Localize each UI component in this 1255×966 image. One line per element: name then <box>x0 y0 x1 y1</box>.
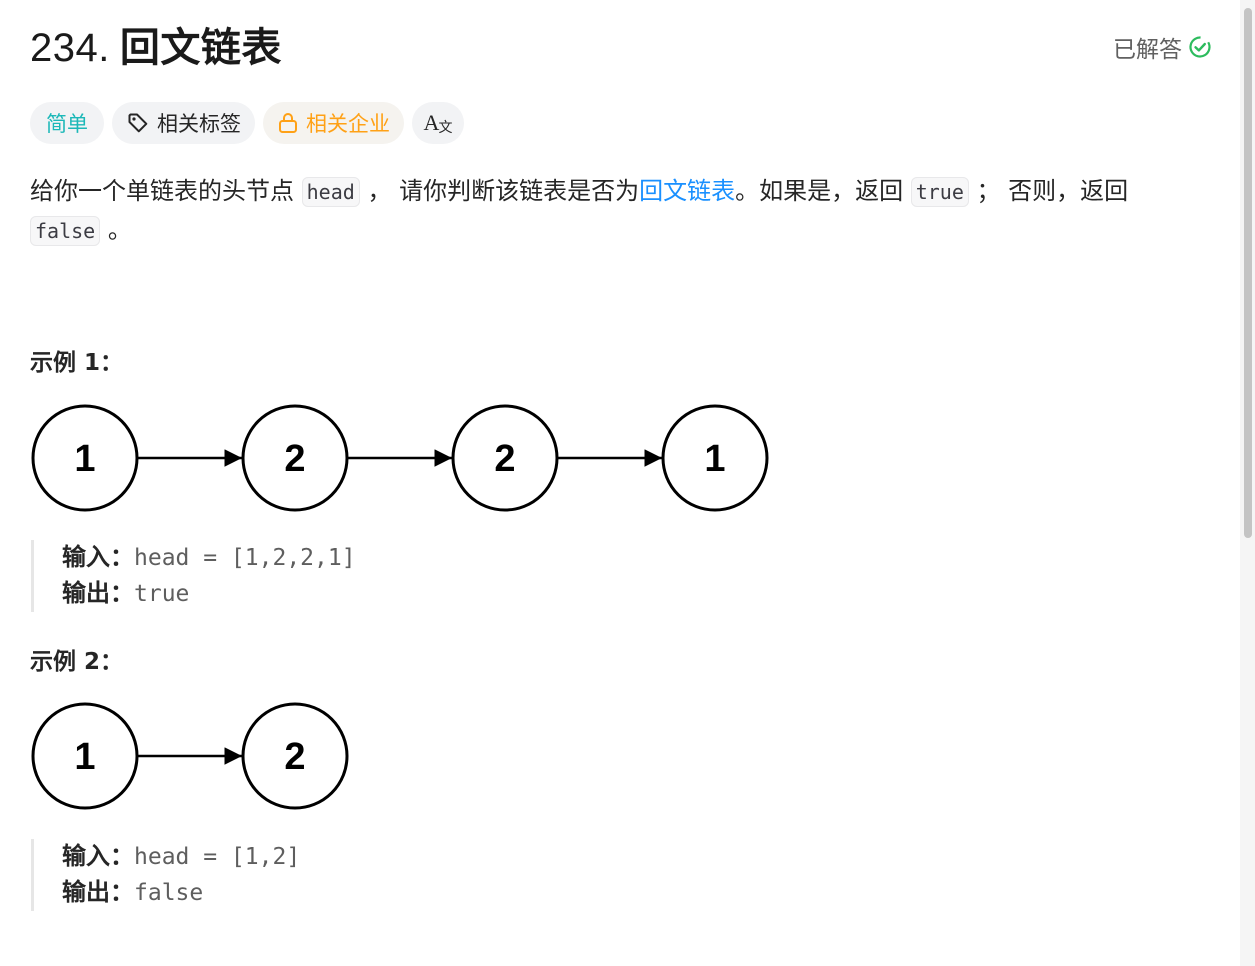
list-node-circle <box>241 404 349 512</box>
code-true: true <box>910 177 969 207</box>
output-label: 输出： <box>62 579 134 607</box>
problem-number: 234. <box>30 26 110 70</box>
output-value: false <box>134 880 204 906</box>
related-topics-label: 相关标签 <box>157 112 241 136</box>
scrollbar-thumb[interactable] <box>1244 8 1252 538</box>
related-topics-button[interactable]: 相关标签 <box>112 102 255 144</box>
example-1-io: 输入：head = [1,2,2,1] 输出：true <box>31 540 356 612</box>
list-node-value: 2 <box>284 438 305 480</box>
list-node-circle <box>661 404 769 512</box>
list-node-circle <box>451 404 559 512</box>
example-1-title: 示例 1： <box>30 350 124 376</box>
tag-bar: 简单 相关标签 相关企业 A文 <box>30 102 464 144</box>
difficulty-badge: 简单 <box>30 102 104 144</box>
problem-name: 回文链表 <box>119 25 282 71</box>
related-companies-button[interactable]: 相关企业 <box>263 102 404 144</box>
list-node-value: 1 <box>74 438 95 480</box>
input-value: head = [1,2] <box>134 844 301 870</box>
list-node-circle <box>241 702 349 810</box>
output-value: true <box>134 581 190 607</box>
vertical-scrollbar[interactable] <box>1240 0 1255 966</box>
related-companies-label: 相关企业 <box>306 112 390 136</box>
list-node-circle <box>31 702 139 810</box>
list-node-value: 1 <box>74 736 95 778</box>
code-false: false <box>30 216 101 246</box>
palindrome-link[interactable]: 回文链表 <box>639 177 736 205</box>
output-label: 输出： <box>62 878 134 906</box>
list-node-value: 2 <box>494 438 515 480</box>
tag-icon <box>128 113 148 133</box>
example-2-title: 示例 2： <box>30 649 124 675</box>
input-label: 输入： <box>62 842 134 870</box>
check-circle-icon <box>1189 36 1211 58</box>
lock-icon <box>279 113 297 133</box>
solved-status: 已解答 <box>1113 30 1212 64</box>
list-node-value: 1 <box>704 438 725 480</box>
list-node-circle <box>31 404 139 512</box>
problem-statement: 给你一个单链表的头节点 head ， 请你判断该链表是否为回文链表。如果是，返回… <box>30 177 1129 246</box>
list-node-value: 2 <box>284 736 305 778</box>
title-row: 234.回文链表 已解答 <box>30 22 1212 78</box>
code-head: head <box>301 177 360 207</box>
solved-label: 已解答 <box>1113 37 1182 63</box>
input-label: 输入： <box>62 543 134 571</box>
example-2-io: 输入：head = [1,2] 输出：false <box>31 839 300 911</box>
input-value: head = [1,2,2,1] <box>134 545 356 571</box>
example-1-linked-list-diagram: 1 2 2 1 <box>31 404 769 512</box>
translate-button[interactable]: A文 <box>412 102 464 144</box>
translate-icon: A文 <box>423 109 453 136</box>
problem-title[interactable]: 234.回文链表 <box>30 22 282 74</box>
